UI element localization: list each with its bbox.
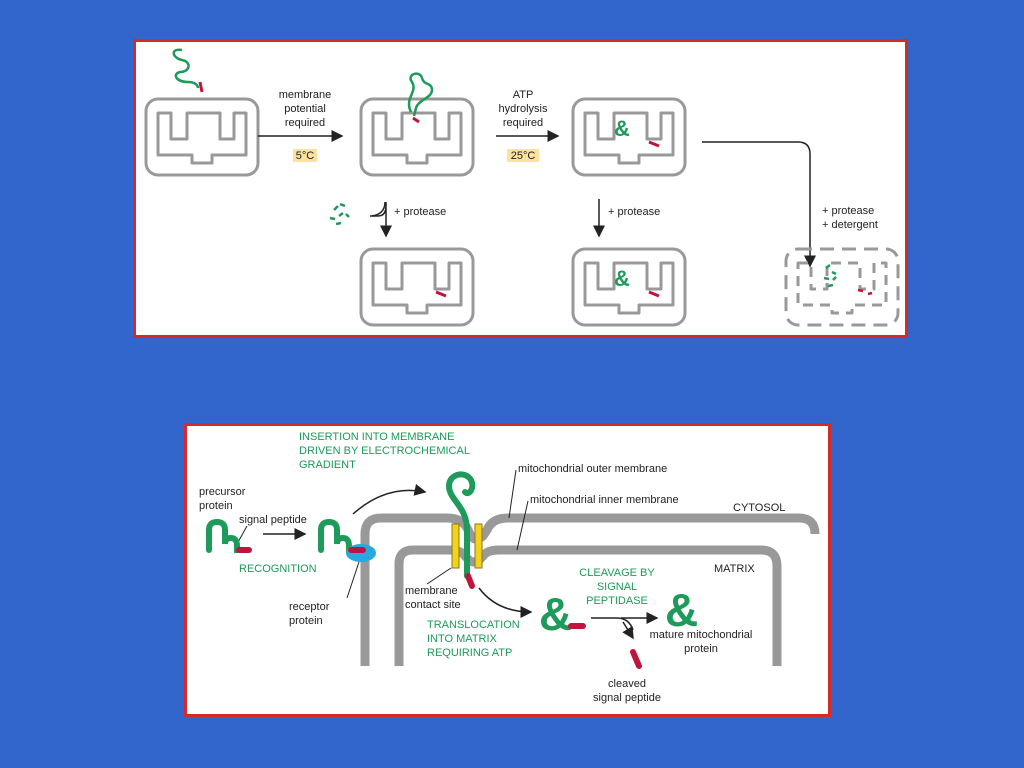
insertion-arrow: [352, 483, 427, 515]
import-experiment-panel: membrane potential required 5°C ATP hydr…: [133, 39, 908, 338]
outer-membrane-leader: [508, 469, 517, 519]
import-pathway-panel: INSERTION INTO MEMBRANE DRIVEN BY ELECTR…: [184, 423, 831, 717]
step1-label-line1: membrane: [279, 89, 332, 101]
precursor-protein-free: [172, 48, 204, 93]
inserting-protein: [445, 471, 476, 579]
mature-protein-icon: &: [665, 584, 698, 636]
import-experiment-diagram: membrane potential required 5°C ATP hydr…: [144, 48, 900, 327]
receptor-label-line1: receptor: [289, 601, 330, 613]
protease-arrow-1: [370, 202, 386, 236]
signal-peptide-imported: [648, 140, 660, 148]
mature-label-line2: protein: [684, 643, 718, 655]
cleavage-line2: SIGNAL: [597, 581, 637, 593]
protease-detergent-line2: + detergent: [822, 219, 878, 231]
mitochondrion-translocating: [359, 97, 475, 177]
matrix-label: MATRIX: [714, 563, 755, 575]
receptor-label-line2: protein: [289, 615, 323, 627]
step2-label-line1: ATP: [513, 89, 534, 101]
step2-temp: 25°C: [511, 150, 536, 162]
recognition-label: RECOGNITION: [239, 563, 317, 575]
protease-detergent-line1: + protease: [822, 205, 874, 217]
outer-membrane-label: mitochondrial outer membrane: [518, 463, 667, 475]
step2-label-line2: hydrolysis: [499, 103, 548, 115]
mature-label-line1: mature mitochondrial: [650, 629, 753, 641]
bound-precursor-protein: [318, 518, 358, 553]
step1-temp-badge: [293, 149, 317, 162]
mitochondrion-disrupted: [784, 247, 900, 327]
translocation-line2: INTO MATRIX: [427, 633, 498, 645]
precursor-label-line1: precursor: [199, 486, 246, 498]
cleaved-label-line1: cleaved: [608, 678, 646, 690]
import-pathway-diagram: INSERTION INTO MEMBRANE DRIVEN BY ELECTR…: [199, 431, 820, 704]
imported-protein-icon: &: [539, 588, 572, 640]
step1-label-line3: required: [285, 117, 325, 129]
protease-label-2: + protease: [608, 206, 660, 218]
cleaved-arrow: [622, 621, 634, 640]
step2-label-line3: required: [503, 117, 543, 129]
protease-label-1: + protease: [394, 206, 446, 218]
receptor-leader: [346, 561, 360, 599]
precursor-label-line2: protein: [199, 500, 233, 512]
cleavage-line1: CLEAVAGE BY: [579, 567, 655, 579]
inserting-signal-peptide: [465, 573, 475, 589]
signal-peptide-protected-1: [435, 290, 447, 298]
translocation-arrow: [478, 587, 533, 618]
detergent-arrow: [702, 141, 816, 268]
contact-site-leader: [426, 567, 452, 585]
translocating-protein: [407, 72, 434, 124]
cleavage-line3: PEPTIDASE: [586, 595, 648, 607]
translocase-channel-right: [474, 523, 483, 569]
degraded-protein-fragments: [329, 202, 350, 226]
signal-peptide-label: signal peptide: [239, 514, 307, 526]
mitochondrion-initial: [144, 97, 260, 177]
cleaved-signal-peptide-shape: [630, 649, 642, 669]
precursor-protein: [206, 518, 246, 553]
contact-site-line2: contact site: [405, 599, 461, 611]
contact-site-line1: membrane: [405, 585, 458, 597]
inner-membrane-leader: [516, 500, 529, 551]
digested-fragments: [823, 264, 873, 296]
cytosol-label: CYTOSOL: [733, 502, 785, 514]
imported-protein-icon: &: [614, 116, 630, 141]
insertion-line1: INSERTION INTO MEMBRANE: [299, 431, 454, 443]
translocation-line3: REQUIRING ATP: [427, 647, 512, 659]
insertion-line3: GRADIENT: [299, 459, 356, 471]
translocase-channel-left: [451, 523, 460, 569]
signal-peptide-protected-2: [648, 290, 660, 298]
cleaved-label-line2: signal peptide: [593, 692, 661, 704]
insertion-line2: DRIVEN BY ELECTROCHEMICAL: [299, 445, 470, 457]
translocation-line1: TRANSLOCATION: [427, 619, 520, 631]
inner-membrane: [394, 545, 782, 666]
protected-protein-icon: &: [614, 266, 630, 291]
step1-temp: 5°C: [296, 150, 315, 162]
mitochondrion-protease-1: [359, 247, 475, 327]
protease-arrow-1-branch: [371, 201, 386, 217]
step1-label-line2: potential: [284, 103, 326, 115]
step2-temp-badge: [507, 149, 539, 162]
inner-membrane-label: mitochondrial inner membrane: [530, 494, 679, 506]
